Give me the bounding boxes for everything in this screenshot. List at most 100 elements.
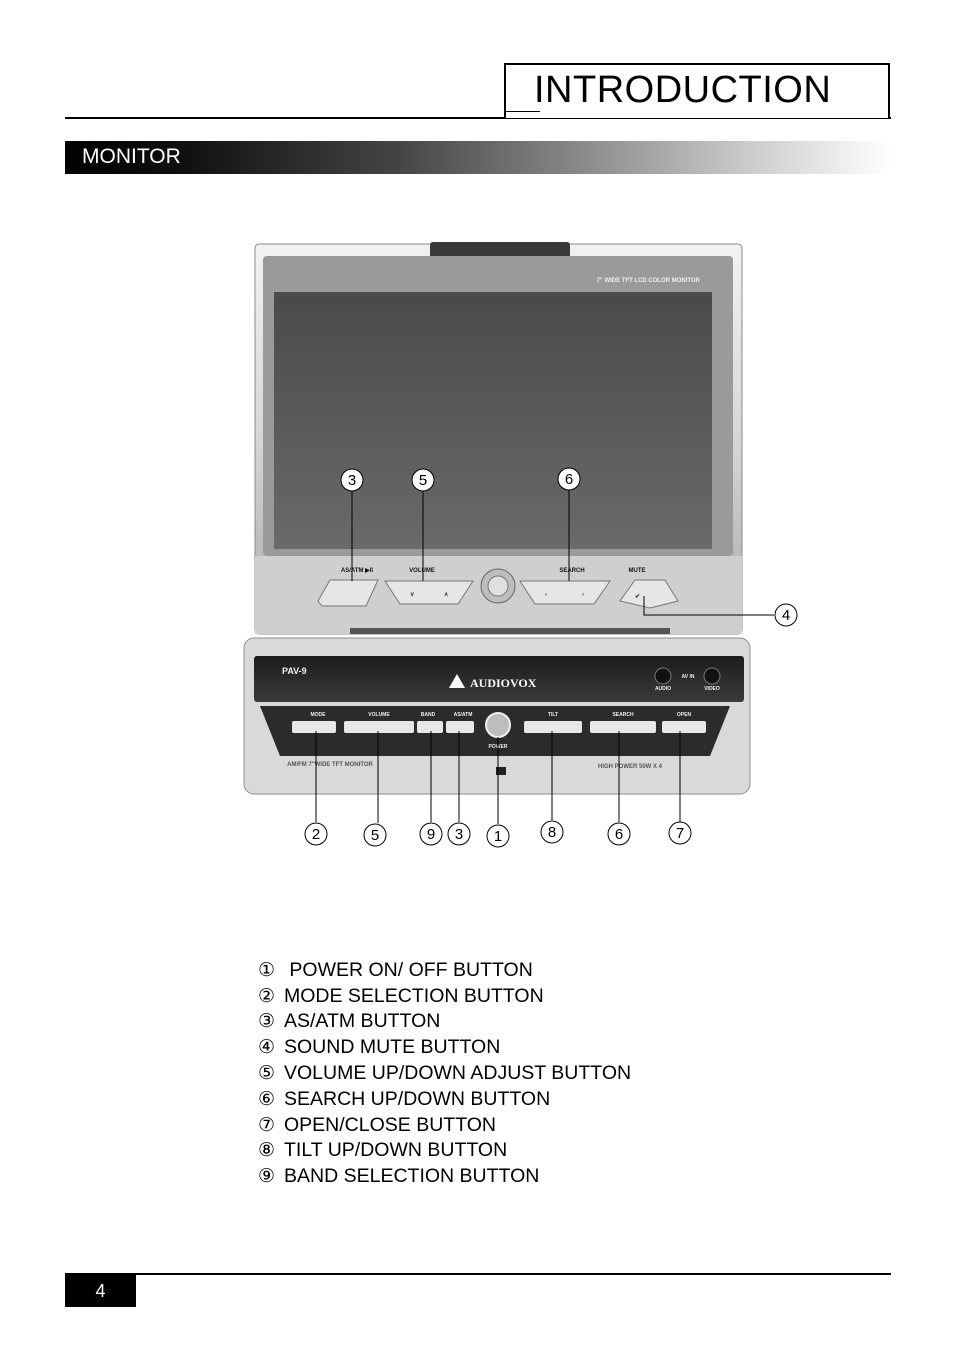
callout-8: 8 <box>540 820 564 844</box>
monitor-label-mute: MUTE <box>629 568 646 574</box>
section-bar <box>65 141 891 174</box>
hu-volume-button[interactable] <box>344 721 414 733</box>
callout-4-right: 4 <box>774 603 798 627</box>
svg-text:3: 3 <box>455 826 463 843</box>
hu-mode-button[interactable] <box>292 721 336 733</box>
model-label: PAV-9 <box>282 666 307 676</box>
search-right-icon: › <box>582 592 584 598</box>
button-legend: ① POWER ON/ OFF BUTTON ② MODE SELECTION … <box>258 957 778 1189</box>
audio-label: AUDIO <box>655 686 671 692</box>
volume-down-icon: ∨ <box>410 592 414 598</box>
page-number: 4 <box>65 1273 136 1307</box>
hu-label-open: OPEN <box>677 712 692 718</box>
callout-9: 9 <box>419 822 443 846</box>
page-title: INTRODUCTION <box>534 69 832 111</box>
callout-1: 1 <box>486 824 510 848</box>
callout-5-top: 5 <box>411 468 435 492</box>
monitor-label-volume: VOLUME <box>409 568 435 574</box>
monitor-search-button[interactable] <box>519 580 611 605</box>
monitor-label-as-atm: AS/ATM ▶II <box>341 567 374 574</box>
callout-5: 5 <box>363 823 387 847</box>
legend-text: TILT UP/DOWN BUTTON <box>284 1139 508 1162</box>
hu-search-button[interactable] <box>590 721 656 733</box>
video-jack[interactable] <box>703 667 721 685</box>
legend-number: ③ <box>258 1010 276 1033</box>
svg-text:2: 2 <box>312 826 320 843</box>
hu-right-caption: HIGH POWER 50W X 4 <box>598 764 663 770</box>
legend-number: ① <box>258 958 276 981</box>
hu-label-volume: VOLUME <box>368 712 390 718</box>
hu-ir-sensor <box>496 767 506 775</box>
hu-label-as-atm: AS/ATM <box>454 712 473 718</box>
monitor-unit: 7" WIDE TFT LCD COLOR MONITOR AS/ATM ▶II… <box>254 242 743 635</box>
monitor-banner: 7" WIDE TFT LCD COLOR MONITOR <box>597 278 701 284</box>
video-label: VIDEO <box>704 686 720 692</box>
monitor-bottom-edge <box>350 628 670 634</box>
legend-item: ④ SOUND MUTE BUTTON <box>258 1034 778 1060</box>
svg-text:5: 5 <box>419 472 427 489</box>
hu-band-button[interactable] <box>417 721 443 733</box>
hu-as-atm-button[interactable] <box>446 721 474 733</box>
callout-3-top: 3 <box>340 468 364 492</box>
hu-left-caption: AM/FM 7"WIDE TFT MONITOR <box>287 762 373 768</box>
callout-6: 6 <box>607 822 631 846</box>
callout-lines <box>315 490 774 824</box>
search-left-icon: ‹ <box>545 592 547 598</box>
legend-text: SOUND MUTE BUTTON <box>284 1036 501 1059</box>
av-in-label: AV IN <box>682 674 695 680</box>
head-unit: PAV-9 AUDIOVOX AV IN AUDIO VIDEO MODE VO… <box>243 637 751 795</box>
legend-item: ⑨ BAND SELECTION BUTTON <box>258 1163 778 1189</box>
legend-number: ⑦ <box>258 1113 276 1136</box>
monitor-mute-button[interactable] <box>619 579 679 609</box>
hu-power-button[interactable] <box>485 712 511 738</box>
legend-text: OPEN/CLOSE BUTTON <box>284 1113 497 1136</box>
hu-open-button[interactable] <box>662 721 706 733</box>
head-unit-display-bar <box>254 656 744 702</box>
section-title: MONITOR <box>82 145 181 168</box>
header-rule <box>65 117 891 119</box>
legend-item: ③ AS/ATM BUTTON <box>258 1009 778 1035</box>
legend-text: MODE SELECTION BUTTON <box>284 984 544 1007</box>
footer-rule <box>65 1273 891 1275</box>
callout-2: 2 <box>304 822 328 846</box>
svg-text:5: 5 <box>371 827 379 844</box>
volume-up-icon: ∧ <box>444 592 448 598</box>
monitor-label-search: SEARCH <box>559 568 584 574</box>
legend-number: ⑤ <box>258 1062 276 1085</box>
legend-text: POWER ON/ OFF BUTTON <box>284 958 533 981</box>
hu-label-search: SEARCH <box>612 712 634 718</box>
svg-text:6: 6 <box>565 471 573 488</box>
callout-7: 7 <box>668 821 692 845</box>
monitor-volume-button[interactable] <box>384 580 474 605</box>
hu-label-band: BAND <box>421 712 436 718</box>
svg-text:9: 9 <box>427 826 435 843</box>
svg-text:6: 6 <box>615 826 623 843</box>
hu-label-tilt: TILT <box>548 712 558 718</box>
legend-number: ④ <box>258 1036 276 1059</box>
mute-icon: ✔ <box>635 594 640 600</box>
svg-text:7: 7 <box>676 825 684 842</box>
hu-tilt-button[interactable] <box>524 721 582 733</box>
monitor-screen <box>274 292 712 549</box>
legend-item: ⑤ VOLUME UP/DOWN ADJUST BUTTON <box>258 1060 778 1086</box>
svg-text:8: 8 <box>548 824 556 841</box>
callout-6-top: 6 <box>557 467 581 491</box>
svg-text:3: 3 <box>348 472 356 489</box>
legend-number: ⑧ <box>258 1139 276 1162</box>
svg-text:1: 1 <box>494 828 502 845</box>
legend-text: VOLUME UP/DOWN ADJUST BUTTON <box>284 1062 632 1085</box>
legend-item: ⑥ SEARCH UP/DOWN BUTTON <box>258 1086 778 1112</box>
legend-text: AS/ATM BUTTON <box>284 1010 441 1033</box>
legend-number: ⑥ <box>258 1087 276 1110</box>
legend-item: ② MODE SELECTION BUTTON <box>258 983 778 1009</box>
legend-item: ① POWER ON/ OFF BUTTON <box>258 957 778 983</box>
legend-number: ⑨ <box>258 1165 276 1188</box>
audiovox-logo-icon <box>449 674 465 688</box>
legend-number: ② <box>258 984 276 1007</box>
svg-text:4: 4 <box>782 607 790 624</box>
monitor-as-atm-button[interactable] <box>317 579 379 607</box>
legend-text: SEARCH UP/DOWN BUTTON <box>284 1087 551 1110</box>
legend-item: ⑧ TILT UP/DOWN BUTTON <box>258 1138 778 1164</box>
monitor-diagram: 7" WIDE TFT LCD COLOR MONITOR AS/ATM ▶II… <box>243 242 798 848</box>
audio-jack[interactable] <box>654 667 672 685</box>
